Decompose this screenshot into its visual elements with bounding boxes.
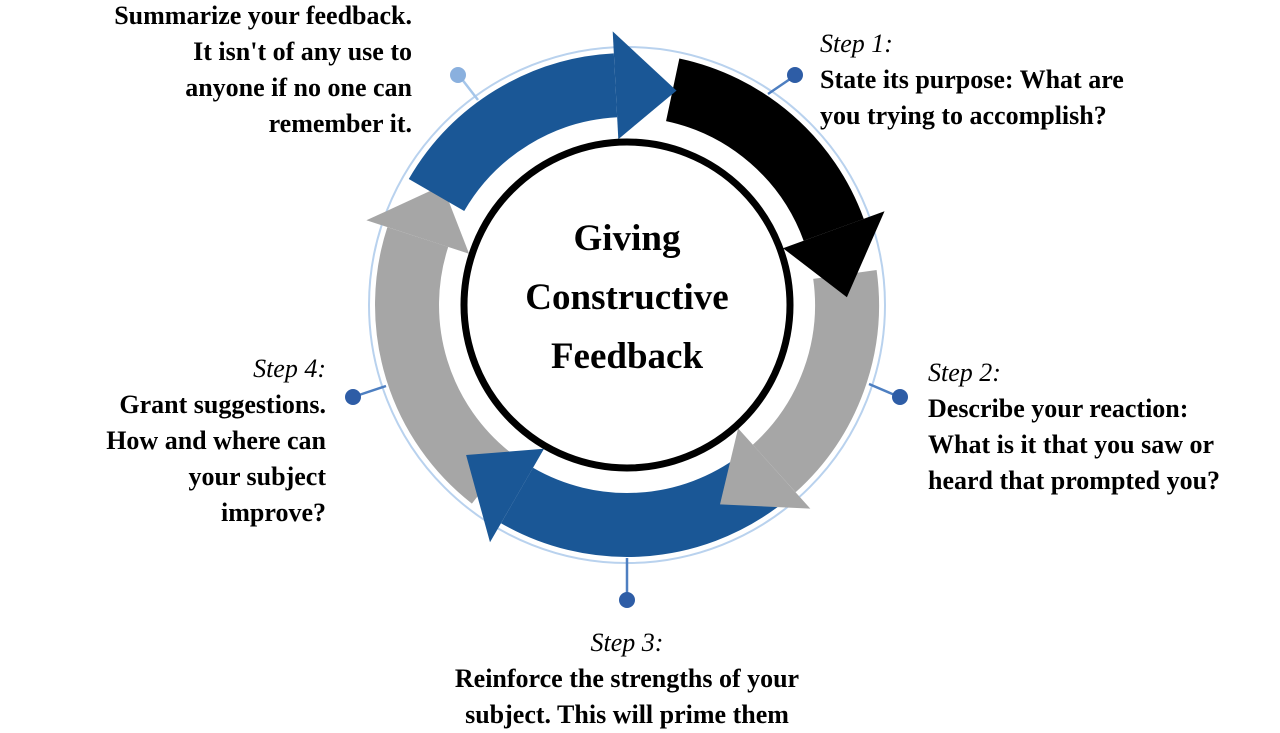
connector-line-step4 [355,384,387,398]
step3-label: Step 3: [590,628,664,657]
step1-text-block: Step 1: State its purpose: What are you … [820,26,1124,134]
connector-dot-step3 [619,592,635,608]
connector-dot-step4 [345,389,361,405]
arc-gray-right [752,269,879,493]
step1-line-1: State its purpose: What are [820,65,1124,94]
summarize-line-3: anyone if no one can [185,73,412,102]
connector-dot-step2 [892,389,908,405]
step1-line-2: you trying to accomplish? [820,101,1107,130]
step4-line-1: Grant suggestions. [119,390,326,419]
step4-text-block: Step 4: Grant suggestions. How and where… [26,351,326,531]
arc-blue-bottom-arrowhead [466,448,544,543]
step4-line-4: improve? [221,498,326,527]
step2-line-1: Describe your reaction: [928,394,1189,423]
center-circle [460,138,794,472]
arc-black-top-right-arrowhead [783,211,885,298]
step3-line-2: subject. This will prime them [465,700,789,729]
connector-line-step2 [868,382,898,398]
step1-label: Step 1: [820,29,893,58]
center-title-line-2: Constructive [525,277,729,318]
step4-line-2: How and where can [106,426,326,455]
step2-line-2: What is it that you saw or [928,430,1215,459]
summarize-line-1: Summarize your feedback. [114,1,412,30]
summarize-line-2: It isn't of any use to [193,37,412,66]
arc-gray-left-arrowhead [366,185,470,254]
connector-dot-step5 [450,67,466,83]
summarize-text-block: Summarize your feedback. It isn't of any… [52,0,412,142]
step3-line-1: Reinforce the strengths of your [454,664,800,693]
center-title-line-3: Feedback [550,336,704,377]
arc-black-top-right [665,58,864,242]
center-title-line-1: Giving [573,218,681,259]
step2-label: Step 2: [928,358,1001,387]
arc-gray-left [375,227,512,504]
step2-line-3: heard that prompted you? [928,466,1221,495]
step4-line-3: your subject [188,462,326,491]
step4-label: Step 4: [253,354,326,383]
arc-blue-top-arrowhead [612,31,677,140]
step3-text-block: Step 3: Reinforce the strengths of your … [417,625,837,733]
connector-line-step5 [460,77,479,101]
step2-text-block: Step 2: Describe your reaction: What is … [928,355,1220,499]
summarize-line-4: remember it. [268,109,412,138]
connector-dot-step1 [787,67,803,83]
arc-blue-top [408,53,618,212]
arc-gray-right-arrowhead [720,428,811,509]
diagram-center-title: Giving Constructive Feedback [437,209,817,386]
